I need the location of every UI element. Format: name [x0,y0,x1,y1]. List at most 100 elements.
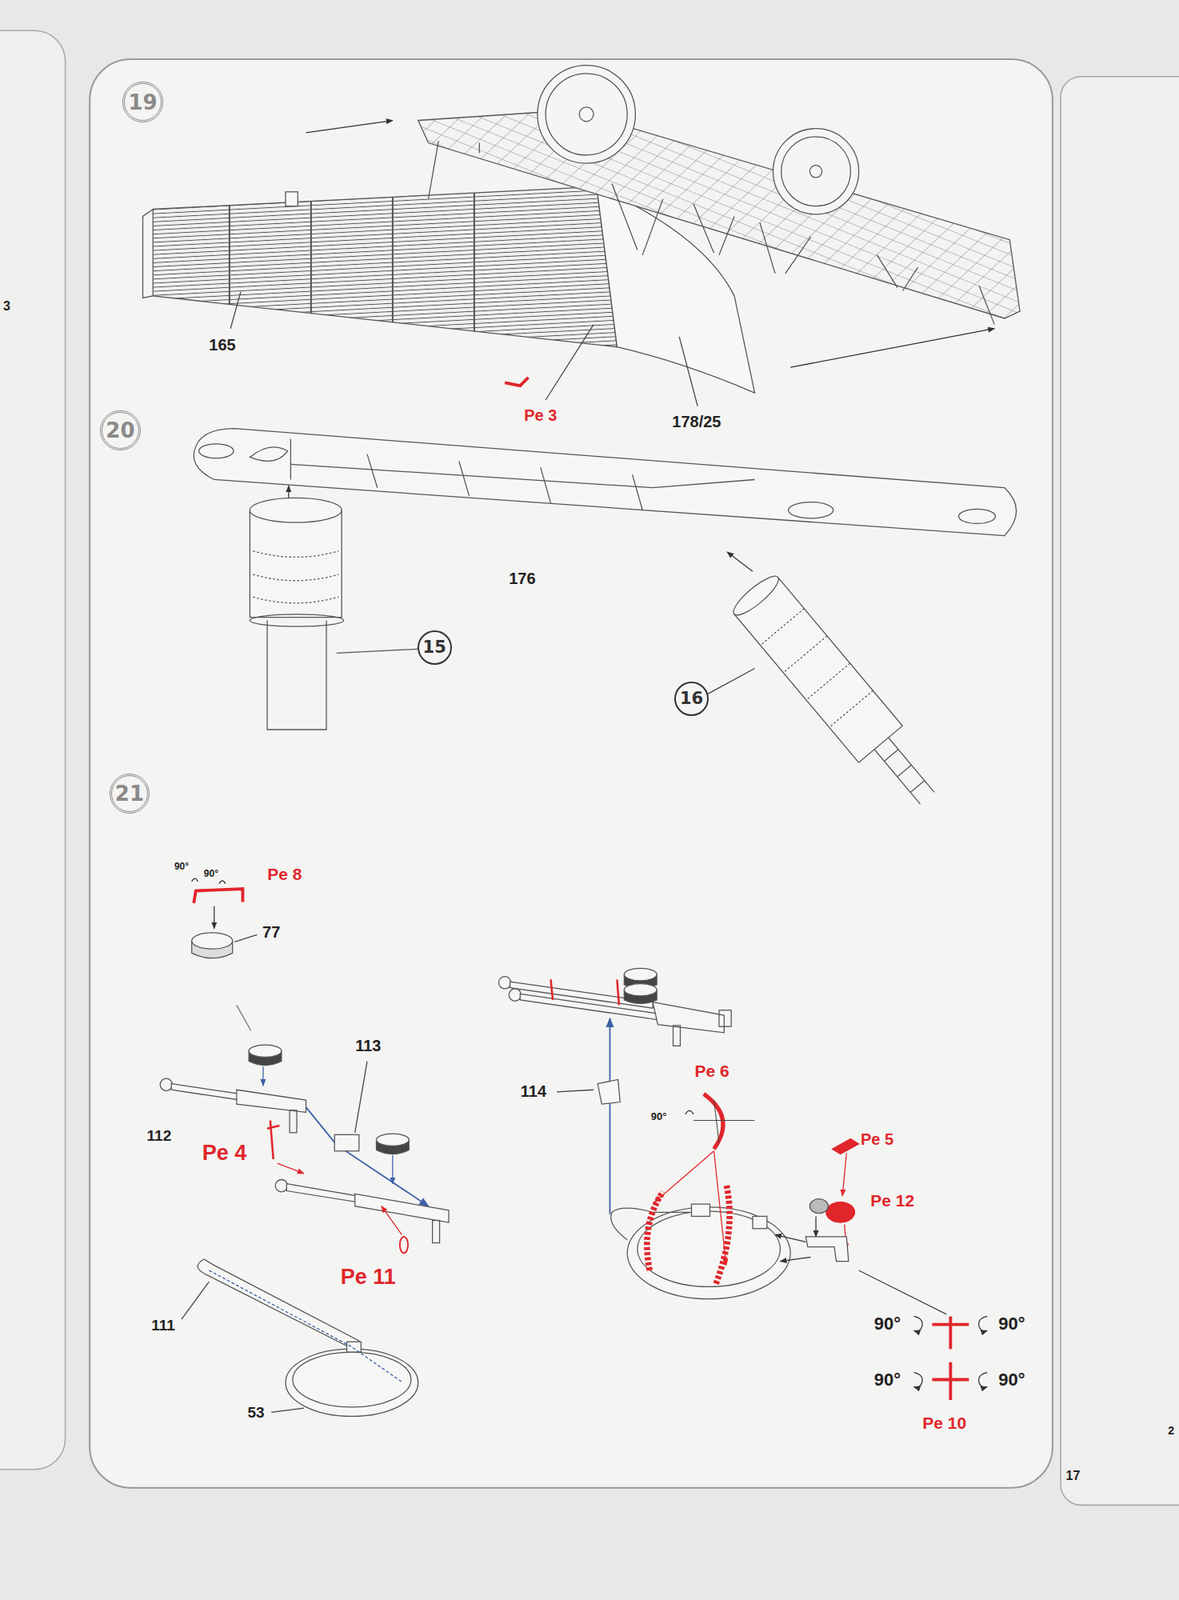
lower-wing-louvred [310,200,312,313]
upper-wing [193,428,1016,536]
step-number: 21 [109,773,150,814]
photo-etch-label: Pe 8 [267,864,302,884]
gun-assembly-right [913,1372,923,1387]
gun-assembly-right [623,983,657,996]
callout-circle: 15 [417,630,452,665]
gun-assembly-left [159,1078,172,1091]
upper-wing [290,463,755,488]
lower-wing-louvred [391,196,394,323]
strut-15 [252,551,339,604]
part-number: 53 [247,1404,264,1422]
gun-assembly-right [775,1234,806,1242]
photo-etch-label: Pe 3 [523,406,557,424]
gun-assembly-left [432,1220,440,1243]
gun-assembly-left [391,1155,393,1184]
gun-assembly-left [275,1179,288,1191]
step-number-text: 16 [679,690,704,708]
strut-15 [249,497,420,730]
gun-assembly-left [355,1061,368,1133]
gun-assembly-left [171,1083,240,1100]
upper-assembly [790,328,995,368]
part-number: 90° [998,1314,1025,1334]
gun-assembly-right [637,1210,781,1287]
gun-assembly-right [703,1093,724,1149]
part-number: 178/25 [671,412,721,431]
lower-wing-louvred [228,204,231,304]
gun-assembly-left [267,1120,280,1160]
gun-assembly-left [213,906,215,929]
upper-assembly [781,136,852,207]
part-number: 114 [520,1082,547,1100]
upper-assembly [979,285,995,324]
gun-assembly-right [859,1270,948,1315]
gun-assembly-right [609,1018,612,1215]
gun-assembly-right [673,1025,681,1047]
gun-assembly-right [611,1207,704,1240]
part-number: 90° [874,1314,901,1334]
gun-assembly-right [691,1203,711,1216]
leader-line [707,667,756,694]
part-number: 112 [147,1127,172,1145]
upper-wing [727,551,753,572]
gun-assembly-left [381,1206,403,1235]
part-number: 176 [508,569,536,588]
part-number: 90° [874,1370,901,1390]
gun-assembly-left [159,878,449,1416]
leader-line [230,291,698,407]
callout-circle: 16 [674,681,709,716]
gun-assembly-left [277,1163,304,1174]
part-number: 17 [1065,1468,1080,1483]
gun-assembly-right [685,1110,694,1114]
upper-wing [959,508,996,524]
gun-assembly-right [652,1002,724,1033]
gun-assembly-right [931,1315,969,1349]
lower-wing-louvred [285,191,298,207]
upper-assembly [719,215,735,255]
part-number: 90° [174,861,189,872]
photo-etch-label: Pe 12 [870,1190,915,1210]
gun-assembly-left [236,1004,252,1031]
strut-15 [336,648,421,653]
strut-16 [874,737,935,804]
step-number-text: 20 [105,419,135,441]
upper-assembly [306,120,393,133]
gun-assembly-right [826,1202,856,1223]
gun-assembly-left [197,1258,360,1349]
gun-assembly-right [597,1079,620,1104]
upper-assembly [545,73,628,156]
part-number: 165 [208,335,236,354]
page-background [0,30,66,1469]
strut-15 [249,510,342,618]
gun-assembly-right [655,1151,715,1203]
upper-assembly [902,267,918,291]
upper-assembly [418,110,1020,319]
gun-assembly-right [627,1206,791,1299]
gun-assembly-right [809,1198,828,1214]
step-number-text: 19 [127,91,157,113]
gun-assembly-left [376,1133,410,1146]
gun-assembly-left [181,1281,209,1319]
leader-line [679,336,698,407]
gun-assembly-left [285,1348,419,1416]
upper-assembly [693,203,715,253]
gun-assembly-right [805,1236,849,1262]
gun-assembly-left [289,1110,297,1133]
gun-assembly-right [979,1372,988,1387]
upper-assembly [611,183,638,251]
part-number: 111 [151,1317,176,1335]
page-background [89,59,1053,1488]
strut-15 [267,620,327,730]
gun-assembly-left [191,878,226,884]
strut-15 [249,497,342,523]
strut-16 [728,571,948,818]
upper-assembly [642,199,664,256]
gun-assembly-left [236,1089,307,1112]
upper-assembly [809,165,822,178]
strut-16 [728,571,784,621]
part-number: 90° [998,1370,1025,1390]
gun-assembly-left [262,1066,264,1086]
upper-assembly [479,143,480,154]
upper-wing [249,447,288,461]
